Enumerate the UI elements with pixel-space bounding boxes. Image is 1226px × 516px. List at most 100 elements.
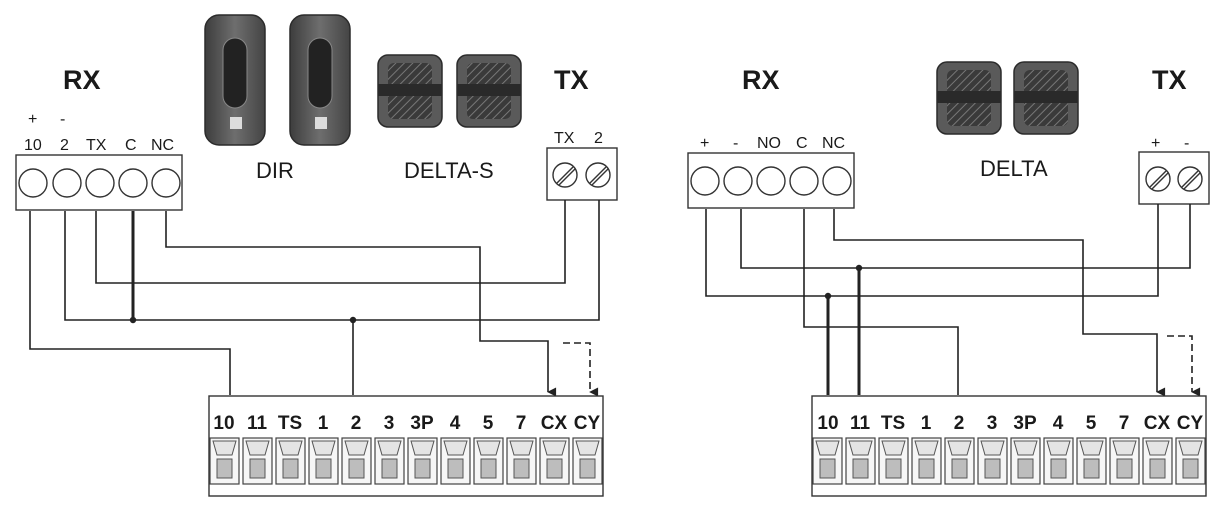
right-wire-minus-to-tx-minus	[740, 204, 1191, 269]
right-wires	[705, 204, 1201, 397]
left-wire-rxtx-to-txtx	[95, 200, 566, 284]
left-terminal-3: 3	[384, 413, 395, 434]
left-terminal-cx: CX	[541, 413, 568, 434]
right-terminal-clamp	[1145, 440, 1170, 456]
right-terminal-clamp	[1046, 440, 1071, 456]
right-terminal-cy: CY	[1177, 413, 1204, 434]
left-terminal-clamp	[245, 440, 270, 456]
right-terminal-1: 1	[921, 413, 932, 434]
right-wire-dashed-to-cy	[1167, 335, 1201, 397]
left-terminal-5: 5	[483, 413, 494, 434]
right-terminal-screw-slot	[918, 458, 935, 479]
left-wire-rx2-to-tx2	[64, 200, 600, 321]
left-rx-label: RX	[63, 65, 101, 95]
left-rx-pin-nc: NC	[151, 137, 174, 154]
right-terminal-7: 7	[1119, 413, 1130, 434]
delta-s-photocell-icon	[377, 54, 522, 128]
right-tx-label: TX	[1152, 65, 1187, 95]
left-wire-dashed-to-cy	[563, 342, 599, 397]
right-terminal-screw-slot	[1017, 458, 1034, 479]
right-rx-pin-plus: +	[700, 135, 709, 152]
right-rx-pin-minus: -	[733, 135, 738, 152]
left-terminal-clamp	[509, 440, 534, 456]
delta-photocell-icon	[936, 61, 1079, 135]
left-terminal-3p: 3P	[410, 413, 434, 434]
right-terminal-cx: CX	[1144, 413, 1171, 434]
right-terminal-5: 5	[1086, 413, 1097, 434]
left-rx-pin-c: C	[125, 137, 137, 154]
left-rx-pin-10: 10	[24, 137, 42, 154]
right-terminal-clamp	[1013, 440, 1038, 456]
left-terminal-1: 1	[318, 413, 329, 434]
right-terminal-11: 11	[850, 413, 871, 434]
left-diagram: RX TX + - 10 2 TX C NC DIR	[15, 14, 618, 497]
left-terminal-clamp	[443, 440, 468, 456]
right-terminal-clamp	[914, 440, 939, 456]
right-tx-pin-minus: -	[1184, 135, 1189, 152]
left-rx-pin-2: 2	[60, 137, 69, 154]
left-terminal-ts: TS	[278, 413, 302, 434]
right-wire-nc-to-cx	[833, 209, 1166, 397]
right-wire-plus-to-tx-plus	[705, 204, 1159, 297]
right-terminal-clamp	[1112, 440, 1137, 456]
right-terminal-clamp	[1178, 440, 1203, 456]
left-terminal-screw-slot	[381, 458, 398, 479]
left-terminal-11: 11	[247, 413, 268, 434]
dir-photocell-icon	[204, 14, 351, 146]
right-terminal-clamp	[815, 440, 840, 456]
right-terminal-screw-slot	[1050, 458, 1067, 479]
left-tx-pin-2: 2	[594, 130, 603, 147]
left-terminal-clamp	[575, 440, 600, 456]
left-terminal-clamp	[476, 440, 501, 456]
right-terminal-clamp	[848, 440, 873, 456]
left-terminal-screw-slot	[216, 458, 233, 479]
right-terminal-screw-slot	[984, 458, 1001, 479]
left-terminal-clamp	[344, 440, 369, 456]
left-terminal-screw-slot	[546, 458, 563, 479]
left-terminal-screw-slot	[249, 458, 266, 479]
left-terminal-cy: CY	[574, 413, 601, 434]
left-board-terminal-labels: 10 11 TS 1 2 3 3P 4 5 7 CX CY	[213, 413, 600, 434]
left-rx-pin-tx: TX	[86, 137, 107, 154]
left-device-label-delta-s: DELTA-S	[404, 158, 494, 183]
left-device-label-dir: DIR	[256, 158, 294, 183]
left-terminal-screw-slot	[315, 458, 332, 479]
left-terminal-clamp	[542, 440, 567, 456]
right-terminal-screw-slot	[1182, 458, 1199, 479]
left-tx-terminal-block	[546, 147, 618, 201]
left-terminal-clamp	[311, 440, 336, 456]
left-terminal-screw-slot	[447, 458, 464, 479]
right-terminal-clamp	[980, 440, 1005, 456]
right-terminal-screw-slot	[951, 458, 968, 479]
right-wire-c-to-2	[803, 209, 959, 395]
right-terminal-screw-slot	[1149, 458, 1166, 479]
left-rx-plus: +	[28, 111, 37, 128]
left-tx-pin-tx: TX	[554, 130, 575, 147]
right-device-label-delta: DELTA	[980, 156, 1048, 181]
right-terminal-3: 3	[987, 413, 998, 434]
right-terminal-screw-slot	[1083, 458, 1100, 479]
right-terminal-2: 2	[954, 413, 965, 434]
right-terminal-ts: TS	[881, 413, 905, 434]
right-rx-pin-c: C	[796, 135, 808, 152]
right-terminal-screw-slot	[852, 458, 869, 479]
left-terminal-screw-slot	[282, 458, 299, 479]
left-terminal-screw-slot	[579, 458, 596, 479]
right-tx-terminal-block	[1138, 151, 1210, 205]
right-terminal-screw-slot	[819, 458, 836, 479]
left-terminal-screw-slot	[348, 458, 365, 479]
left-wire-nc-to-cx	[165, 211, 557, 397]
right-terminal-4: 4	[1053, 413, 1064, 434]
right-rx-terminal-block	[687, 152, 855, 209]
right-diagram: RX TX + - NO C NC DELTA + -	[687, 61, 1210, 497]
left-control-board	[208, 395, 604, 497]
right-terminal-3p: 3P	[1013, 413, 1037, 434]
left-wire-rx10-to-10	[29, 211, 231, 395]
right-terminal-clamp	[1079, 440, 1104, 456]
left-terminal-2: 2	[351, 413, 362, 434]
right-rx-pin-no: NO	[757, 135, 781, 152]
left-rx-minus: -	[60, 111, 65, 128]
left-terminal-7: 7	[516, 413, 527, 434]
right-terminal-screw-slot	[1116, 458, 1133, 479]
